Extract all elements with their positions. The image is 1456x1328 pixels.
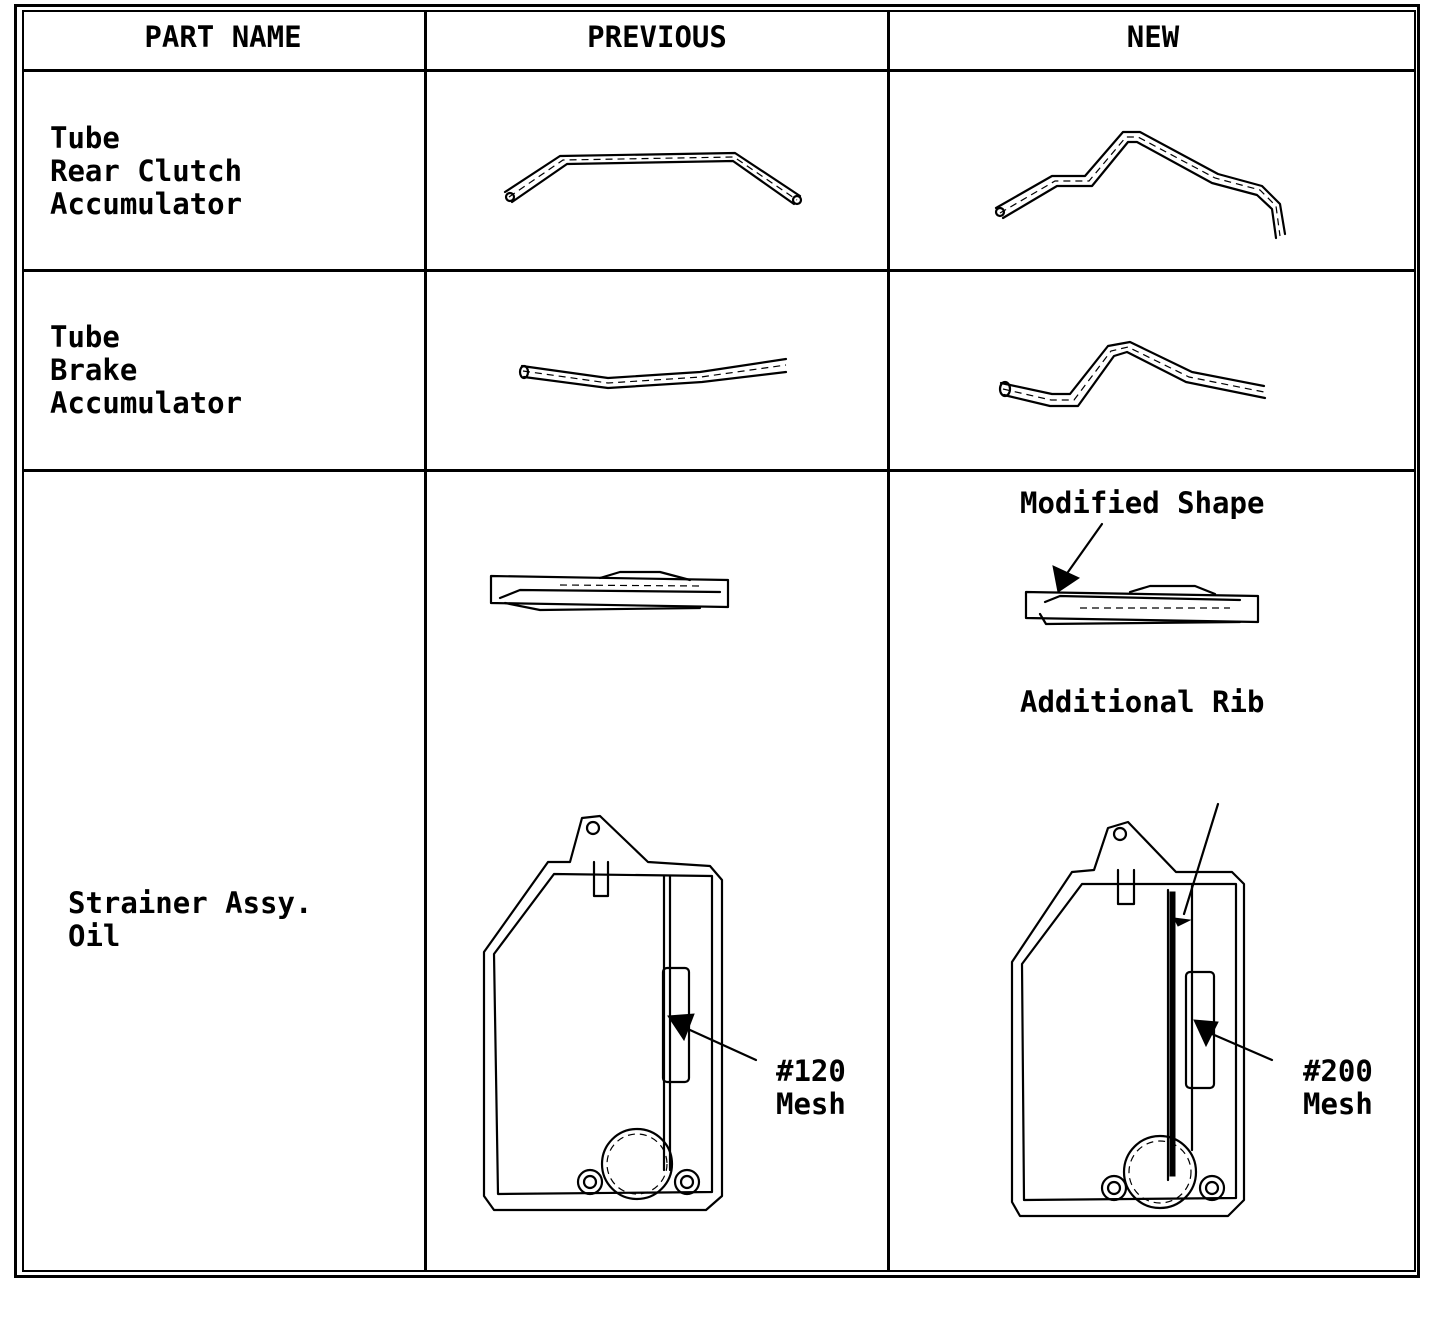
prev-rear-clutch-tube-drawing: [503, 151, 803, 206]
additional-rib-label: Additional Rib: [1020, 685, 1265, 719]
mesh-number: #120: [776, 1054, 846, 1088]
header-previous: PREVIOUS: [587, 20, 727, 54]
header-divider: [22, 69, 1416, 72]
part-line: Tube: [50, 121, 120, 155]
part-line: Rear Clutch: [50, 154, 243, 188]
part-line: Brake: [50, 353, 138, 387]
part-name-oil-strainer: Strainer Assy.Oil: [68, 887, 312, 953]
header-new: NEW: [1126, 20, 1180, 54]
part-line: Accumulator: [50, 386, 243, 420]
new-strainer-top-view: [1010, 802, 1274, 1218]
new-brake-tube-drawing: [998, 340, 1267, 408]
prev-strainer-top-view: [482, 814, 758, 1212]
prev-strainer-side-view: [489, 570, 730, 612]
part-line: Accumulator: [50, 187, 243, 221]
mesh-number: #200: [1303, 1054, 1373, 1088]
part-line: Strainer Assy.: [68, 886, 313, 920]
header-part-name: PART NAME: [144, 20, 302, 54]
table-outer-border: [14, 4, 1420, 1278]
row-divider: [22, 269, 1416, 272]
part-line: Tube: [50, 320, 120, 354]
column-divider: [424, 10, 427, 1272]
modified-shape-arrow: [1052, 522, 1104, 593]
mesh-word: Mesh: [1303, 1087, 1373, 1121]
mesh-word: Mesh: [776, 1087, 846, 1121]
prev-brake-tube-drawing: [518, 357, 788, 390]
part-line: Oil: [68, 919, 121, 953]
column-divider: [887, 10, 890, 1272]
new-rear-clutch-tube-drawing: [994, 130, 1287, 240]
row-divider: [22, 469, 1416, 472]
new-strainer-side-view: [1024, 584, 1260, 626]
table-inner-border: [22, 10, 1416, 1272]
modified-shape-label: Modified Shape: [1020, 486, 1265, 520]
